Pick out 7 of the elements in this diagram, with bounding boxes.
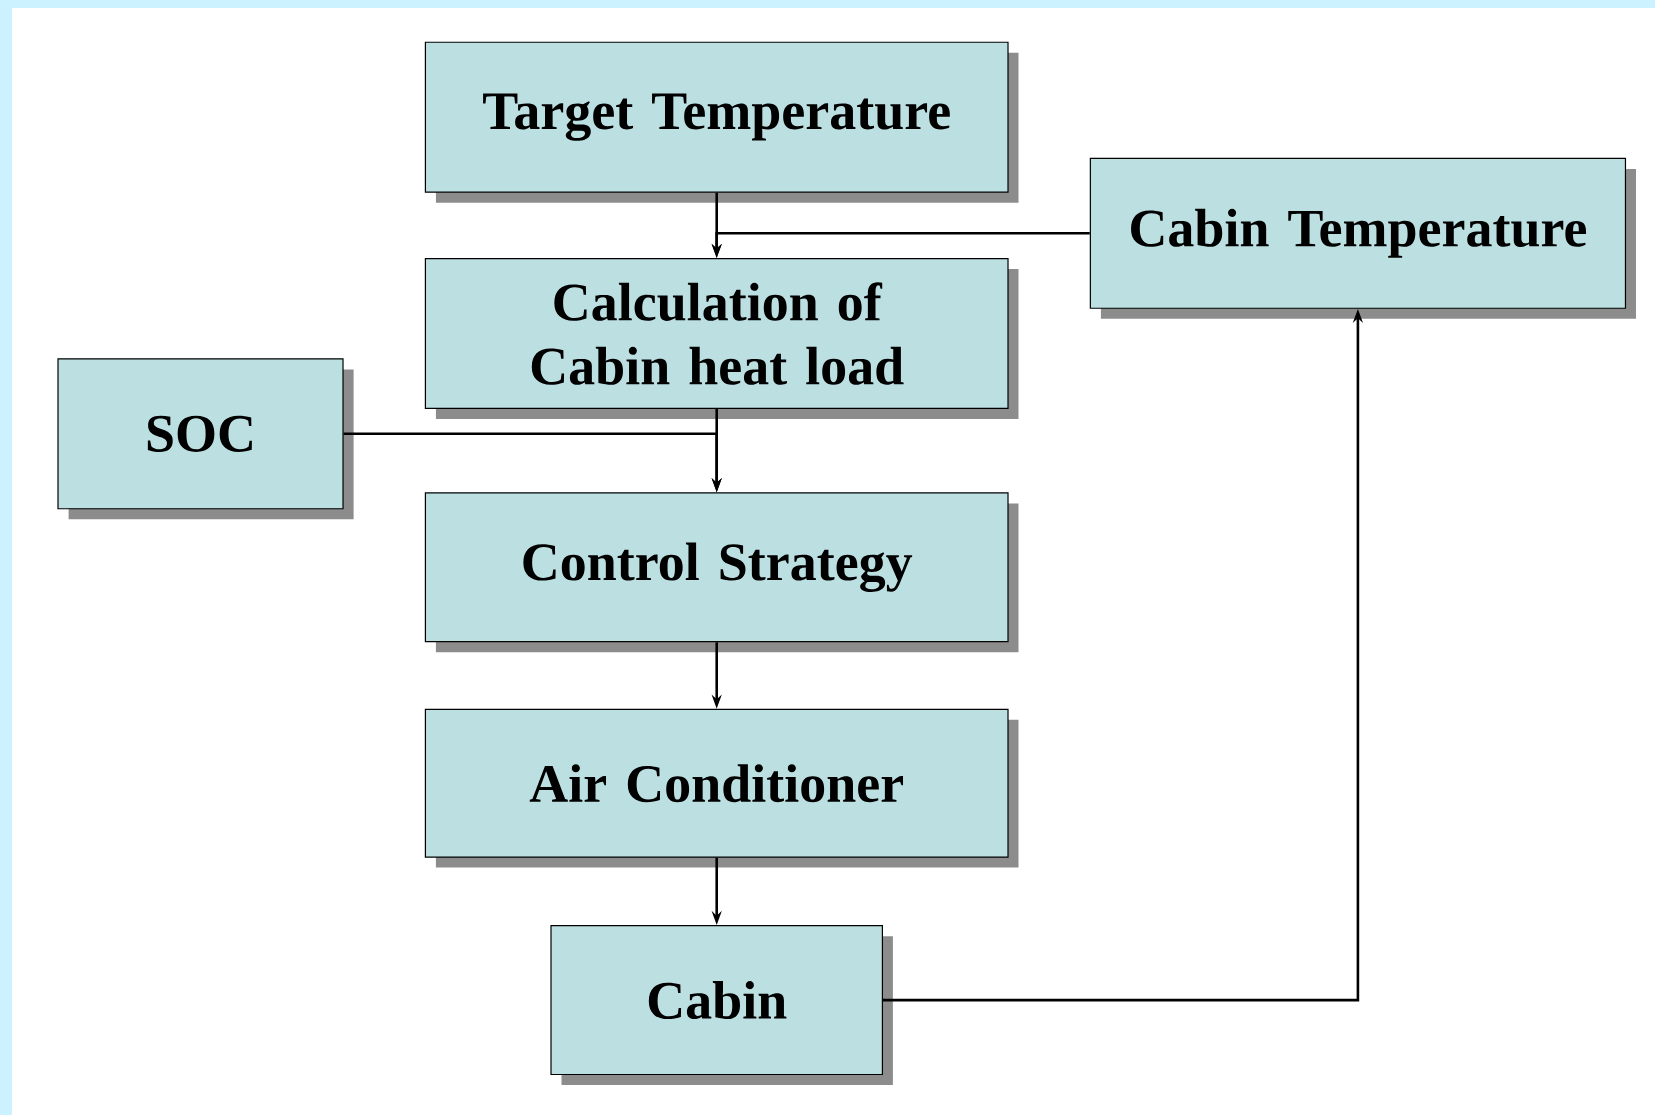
process-box: Cabin Temperature (1089, 157, 1636, 319)
process-box: SOC (57, 358, 354, 520)
process-box: Calculation of Cabin heat load (424, 257, 1019, 419)
process-box: Air Conditioner (424, 708, 1019, 868)
process-box: Target Temperature (424, 41, 1019, 203)
process-box: Cabin (550, 925, 893, 1085)
process-box: Control Strategy (424, 492, 1019, 653)
